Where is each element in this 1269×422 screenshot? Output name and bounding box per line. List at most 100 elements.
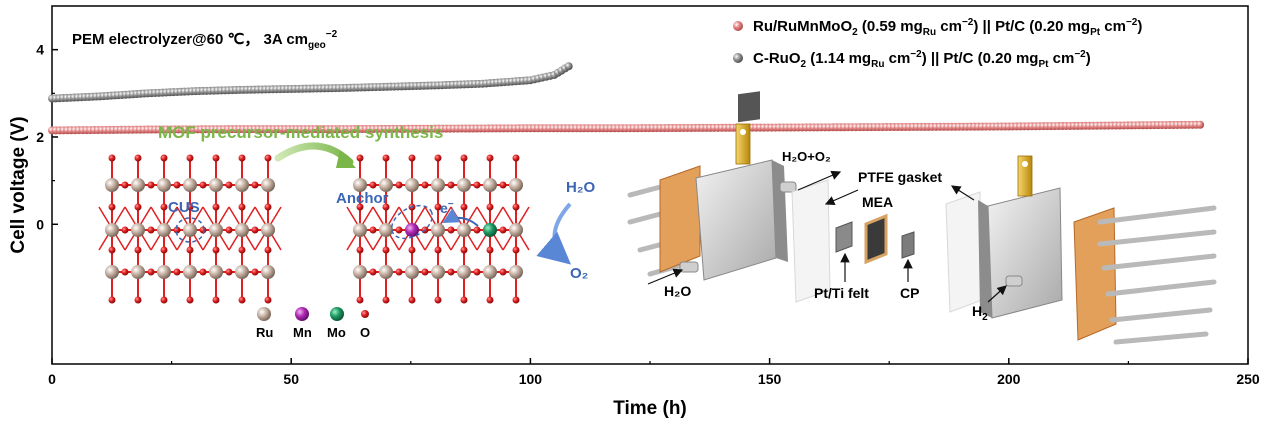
ru-atom — [353, 178, 367, 192]
series-layer — [48, 62, 1205, 135]
right-terminal-hole — [1022, 161, 1028, 167]
left-terminal-hole — [740, 129, 746, 135]
ru-atom — [457, 265, 471, 279]
oxygen-atom — [186, 154, 194, 162]
oxygen-atom — [447, 181, 455, 189]
atom-key-o-label: O — [360, 325, 370, 340]
oxygen-atom — [408, 296, 416, 304]
ru-atom — [131, 178, 145, 192]
x-tick-label: 100 — [519, 371, 543, 387]
oxygen-atom — [486, 246, 494, 254]
ru-atom — [183, 178, 197, 192]
lattice-pristine — [98, 154, 282, 304]
ru-atom — [405, 178, 419, 192]
electron-label: e− — [440, 199, 454, 216]
oxygen-atom — [486, 296, 494, 304]
mea-label: MEA — [862, 194, 893, 210]
y-tick-label: 0 — [36, 216, 44, 232]
oxygen-atom — [121, 268, 129, 276]
right-bolts — [1097, 205, 1217, 345]
left-terminal — [735, 123, 751, 165]
h2o-inlet-label: H₂O — [664, 283, 691, 299]
y-tick-label: 2 — [36, 129, 44, 145]
legend-marker-ru — [733, 21, 743, 31]
h2o-inlet-arrow-icon — [647, 268, 684, 285]
oxygen-atom — [225, 226, 233, 234]
oxygen-atom — [108, 246, 116, 254]
ru-atom — [209, 223, 223, 237]
ru-atom — [353, 223, 367, 237]
legend-label-ru: Ru/RuMnMoO2 (0.59 mgRu cm−2) || Pt/C (0.… — [753, 17, 1142, 38]
oxygen-atom — [382, 203, 390, 211]
oxygen-atom — [199, 268, 207, 276]
right-outlet — [1005, 275, 1023, 287]
oxygen-atom — [251, 226, 259, 234]
carbon-paper — [901, 231, 915, 259]
oxygen-atom — [108, 296, 116, 304]
ptfe-arrow-right-icon — [950, 185, 975, 201]
ru-atom — [509, 223, 523, 237]
oxygen-atom — [395, 181, 403, 189]
mea-layer — [864, 213, 888, 265]
oxygen-atom — [473, 268, 481, 276]
series-0 — [48, 120, 1205, 135]
oxygen-atom — [369, 181, 377, 189]
ru-atom — [261, 265, 275, 279]
ru-atom — [379, 223, 393, 237]
oxygen-atom — [186, 203, 194, 211]
atom-key-mn-label: Mn — [293, 325, 312, 340]
oxygen-atom — [173, 268, 181, 276]
ru-atom — [509, 178, 523, 192]
ru-atom — [183, 265, 197, 279]
oxygen-atom — [212, 246, 220, 254]
lattice-anchored — [346, 154, 530, 304]
oxygen-atom — [160, 203, 168, 211]
h2-label: H2 — [972, 303, 988, 323]
oxygen-atom — [486, 154, 494, 162]
x-axis-label: Time (h) — [613, 398, 687, 419]
oxygen-label: O₂ — [570, 265, 588, 282]
oxygen-atom — [147, 181, 155, 189]
h2-arrow-icon — [987, 285, 1007, 303]
oxygen-atom — [356, 246, 364, 254]
atom-legend: Ru Mn Mo O — [256, 307, 370, 340]
synthesis-arrowhead-icon — [336, 150, 356, 168]
oxygen-atom — [421, 268, 429, 276]
h2o-o2-arrow-icon — [797, 170, 842, 191]
oxygen-atom — [121, 181, 129, 189]
oxygen-atom — [447, 226, 455, 234]
h2o-o2-label: H₂O+O₂ — [782, 149, 831, 164]
ru-atom — [431, 178, 445, 192]
y-axis: 024 — [36, 42, 58, 232]
oxygen-atom — [434, 154, 442, 162]
oxygen-atom — [434, 203, 442, 211]
oxygen-atom — [238, 246, 246, 254]
y-axis-label: Cell voltage (V) — [8, 116, 29, 253]
oxygen-atom — [147, 268, 155, 276]
oxygen-atom — [395, 268, 403, 276]
oxygen-atom — [447, 268, 455, 276]
oxygen-atom — [499, 226, 507, 234]
oxygen-atom — [382, 296, 390, 304]
ru-atom — [261, 178, 275, 192]
left-gasket — [659, 165, 701, 273]
cus-marker — [175, 217, 205, 243]
mo-atom — [483, 223, 497, 237]
right-endplate-side — [978, 200, 992, 318]
ru-atom — [235, 223, 249, 237]
atom-key-ru-label: Ru — [256, 325, 273, 340]
oxygen-atom — [134, 296, 142, 304]
anchor-label: Anchor — [336, 190, 389, 207]
left-endplate — [695, 159, 777, 281]
ru-atom — [509, 265, 523, 279]
left-inlet-bottom — [679, 261, 699, 273]
oxygen-atom — [356, 154, 364, 162]
legend-marker-cruo2 — [733, 53, 743, 63]
ru-atom — [105, 178, 119, 192]
ru-atom — [209, 265, 223, 279]
oxygen-atom — [121, 226, 129, 234]
oxygen-atom — [134, 203, 142, 211]
oxygen-atom — [460, 154, 468, 162]
oxygen-atom — [434, 296, 442, 304]
